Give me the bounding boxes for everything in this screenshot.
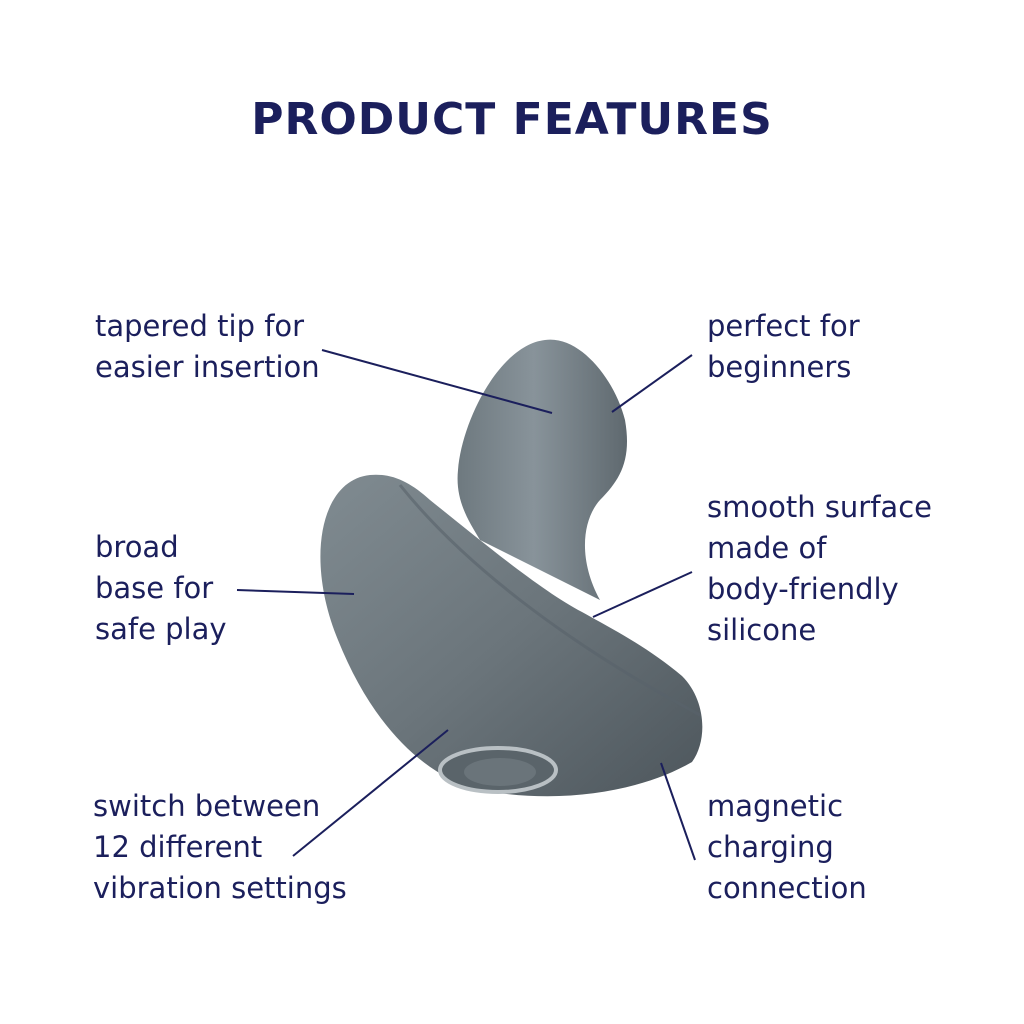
page-title: PRODUCT FEATURES: [251, 94, 773, 145]
feature-beginners: perfect for beginners: [707, 309, 860, 384]
product-base: [320, 474, 703, 797]
feature-magnetic-charging: magnetic charging connection: [707, 789, 867, 905]
feature-tapered-tip: tapered tip for easier insertion: [95, 309, 320, 384]
leader-lines: [236, 349, 696, 861]
product-tip: [457, 339, 628, 600]
feature-smooth-surface: smooth surface made of body-friendly sil…: [707, 490, 932, 647]
feature-vibration-settings: switch between 12 different vibration se…: [93, 789, 347, 905]
feature-broad-base: broad base for safe play: [95, 530, 227, 646]
